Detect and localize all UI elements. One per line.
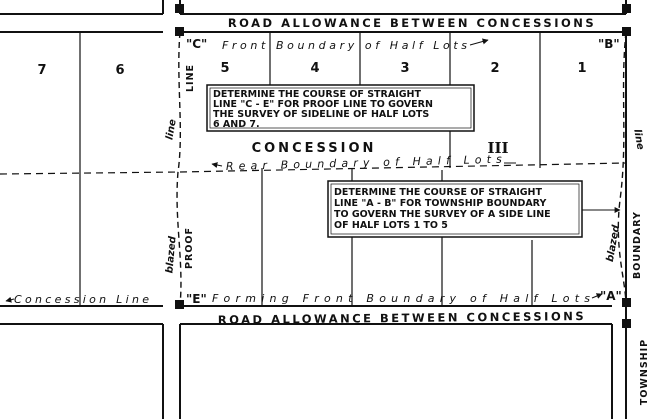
front-boundary-arrow [469, 38, 489, 46]
township-note-line-3: TO GOVERN THE SURVEY OF A SIDE LINE [334, 209, 551, 220]
road-allowance-lines [0, 0, 627, 419]
lot-number-4: 4 [310, 61, 319, 76]
lot-side-lines [79, 32, 541, 306]
front-boundary-label: Front Boundary of Half Lots [222, 39, 467, 52]
blazed-italic-left: blazed [164, 235, 178, 274]
proof-note-line-3: THE SURVEY OF SIDELINE OF HALF LOTS [213, 109, 429, 120]
township-note-line-4: OF HALF LOTS 1 TO 5 [334, 220, 448, 231]
line-italic-right: line [631, 128, 645, 151]
road-allowance-top: ROAD ALLOWANCE BETWEEN CONCESSIONS [228, 16, 596, 30]
township-boundary-a-b [617, 31, 627, 307]
lot-number-6: 6 [115, 63, 124, 78]
proof-note-line-4: 6 AND 7. [213, 119, 260, 130]
proof-line-c-e [176, 31, 182, 307]
township-vertical-label: TOWNSHIP [639, 339, 650, 405]
proof-note-line-1: DETERMINE THE COURSE OF STRAIGHT [213, 89, 421, 100]
forming-front-arrow [591, 293, 603, 299]
township-boundary-note: DETERMINE THE COURSE OF STRAIGHT LINE "A… [327, 180, 583, 238]
proof-note-line-2: LINE "C - E" FOR PROOF LINE TO GOVERN [213, 99, 433, 110]
corner-label-e: "E" [186, 292, 207, 306]
road-allowance-bottom: ROAD ALLOWANCE BETWEEN CONCESSIONS [218, 309, 586, 327]
lot-number-3: 3 [400, 61, 409, 76]
line-vertical-label: LINE [185, 64, 196, 92]
township-note-line-2: LINE "A - B" FOR TOWNSHIP BOUNDARY [334, 198, 546, 209]
lot-number-1: 1 [577, 61, 586, 76]
concession-line-label: Concession Line [14, 293, 149, 306]
rear-boundary-dashed [0, 162, 627, 175]
concession-line-arrow [5, 296, 15, 303]
corner-label-a: "A" [600, 289, 622, 303]
boundary-vertical-label: BOUNDARY [632, 211, 643, 279]
rear-boundary-arrow [211, 162, 223, 169]
corner-markers [175, 4, 631, 328]
lot-number-7: 7 [37, 63, 46, 78]
concession-number: III [487, 139, 508, 157]
township-note-line-1: DETERMINE THE COURSE OF STRAIGHT [334, 187, 542, 198]
lot-number-2: 2 [490, 61, 499, 76]
proof-line-note: DETERMINE THE COURSE OF STRAIGHT LINE "C… [206, 84, 475, 132]
forming-front-boundary-label: Forming Front Boundary of Half Lots [212, 292, 590, 305]
concession-title: CONCESSION [252, 141, 377, 156]
lot-number-5: 5 [220, 61, 229, 76]
corner-label-c: "C" [186, 37, 207, 51]
corner-label-b: "B" [598, 37, 620, 51]
line-italic-left: line [164, 118, 178, 141]
proof-vertical-label: PROOF [184, 227, 195, 269]
